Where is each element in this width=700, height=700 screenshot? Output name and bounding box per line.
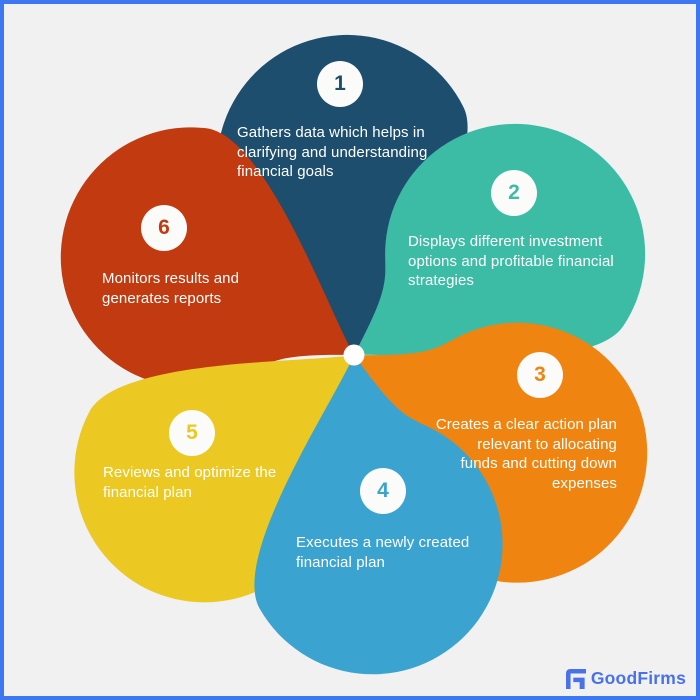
petal-3-shape xyxy=(354,322,648,583)
petal-4-description: Executes a newly created financial plan xyxy=(296,534,470,571)
petal-1-number-badge: 1 xyxy=(317,61,363,107)
petal-3-description: Creates a clear action plan relevant to … xyxy=(435,416,617,492)
petal-5-number-badge: 5 xyxy=(169,410,215,456)
petal-4-number-badge: 4 xyxy=(360,468,406,514)
petal-2-number: 2 xyxy=(508,181,520,204)
center-dot xyxy=(343,344,365,366)
goodfirms-logo-text: GoodFirms xyxy=(590,668,686,688)
petal-6-shape xyxy=(60,127,354,388)
petal-3-number-badge: 3 xyxy=(517,352,563,398)
petal-1-description: Gathers data which helps in clarifying a… xyxy=(237,124,428,180)
goodfirms-logo-icon xyxy=(565,668,586,689)
petal-6-number: 6 xyxy=(158,216,170,239)
petal-4-number: 4 xyxy=(377,479,389,502)
petal-4-shape xyxy=(254,355,503,675)
petal-1-number: 1 xyxy=(334,72,346,95)
petal-3-number: 3 xyxy=(534,363,546,386)
flower-diagram xyxy=(60,34,648,675)
petal-2-number-badge: 2 xyxy=(491,170,537,216)
petal-6-description: Monitors results and generates reports xyxy=(102,270,240,307)
petal-2-shape xyxy=(354,123,646,359)
goodfirms-logo: GoodFirms xyxy=(565,668,686,689)
petal-5-number: 5 xyxy=(186,421,198,444)
petal-5-description: Reviews and optimize the financial plan xyxy=(103,464,277,501)
petal-2-description: Displays different investment options an… xyxy=(408,233,614,289)
petal-6-number-badge: 6 xyxy=(141,205,187,251)
